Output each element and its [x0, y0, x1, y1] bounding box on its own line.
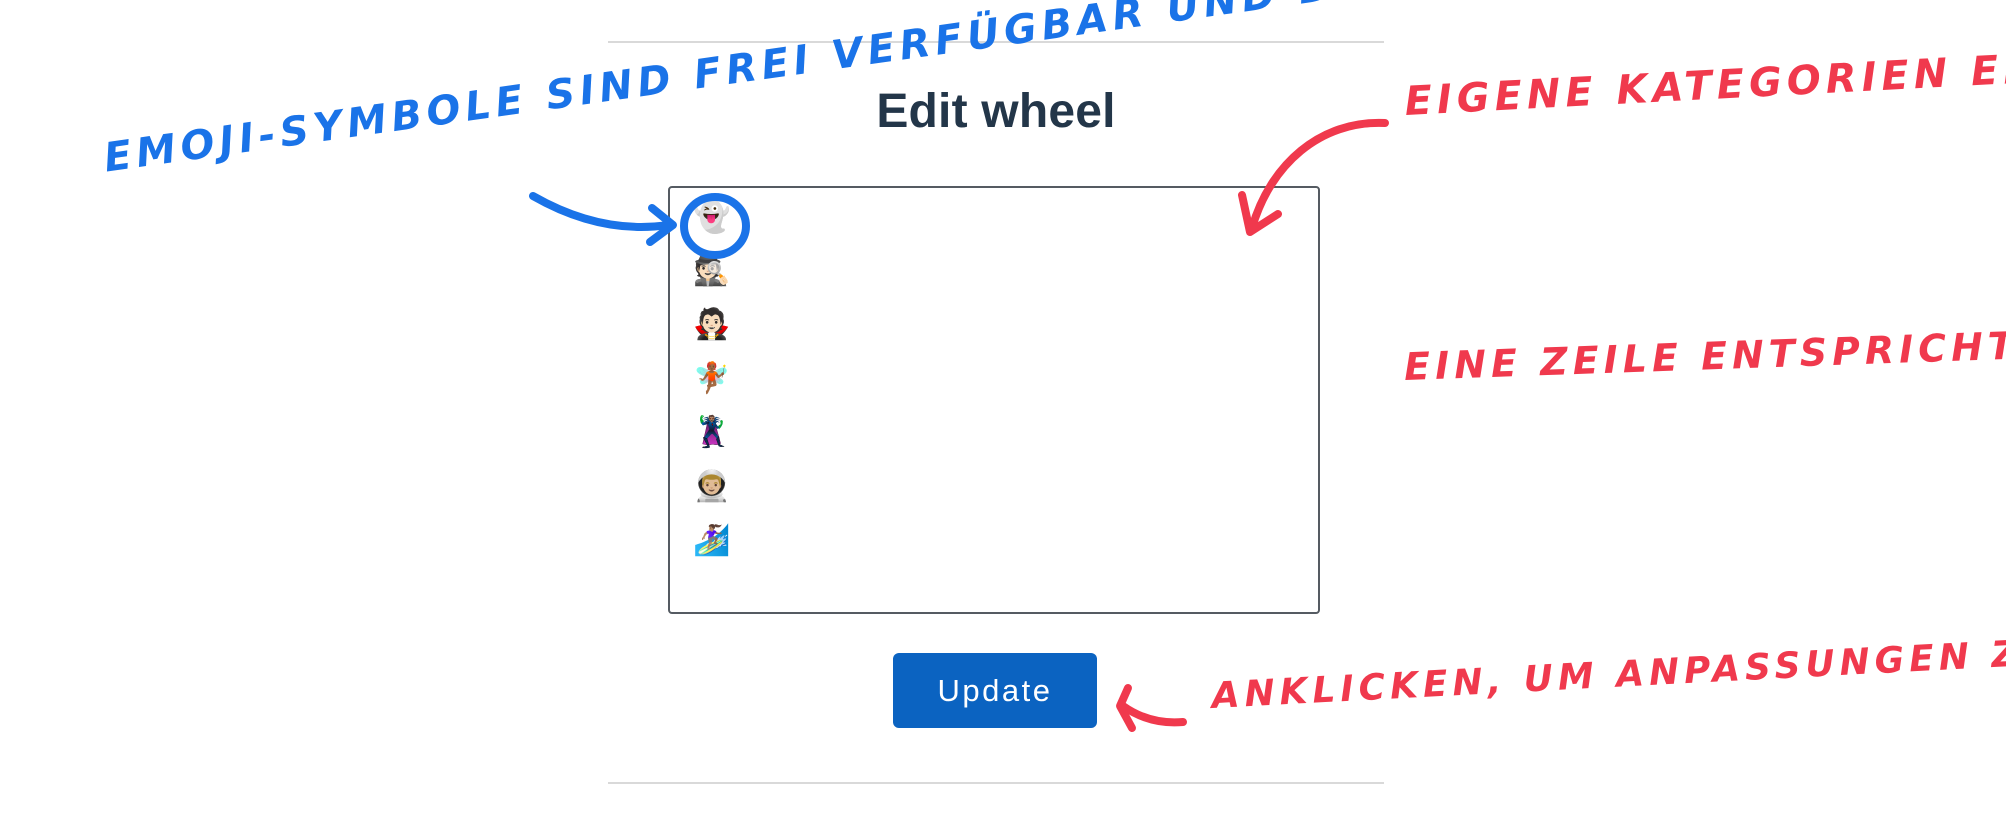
entry-line-5: 🦹🏽 [693, 415, 731, 450]
red-arrow-top [1248, 118, 1389, 232]
entry-line-1: 👻 [693, 200, 731, 235]
entry-line-4: 🧚🏾 [693, 361, 731, 396]
entry-line-7: 🏄🏽‍♀️ [693, 523, 731, 558]
red-arrow-top-head [1238, 191, 1282, 236]
red-arrow-bottom [1119, 702, 1187, 727]
blue-arrow [529, 192, 672, 231]
bottom-divider [608, 782, 1384, 784]
entries-textarea[interactable]: 👻 🕵🏻 🧛🏻 🧚🏾 🦹🏽 👨🏼‍🚀 🏄🏽‍♀️ [668, 186, 1320, 614]
blue-arrow-head [646, 204, 677, 246]
entry-line-3: 🧛🏻 [693, 307, 731, 342]
entry-line-6: 👨🏼‍🚀 [693, 469, 731, 504]
top-divider [608, 41, 1384, 43]
update-button[interactable]: Update [893, 653, 1097, 728]
page-title: Edit wheel [876, 85, 1116, 138]
blue-highlight-circle [680, 193, 750, 259]
red-arrow-bottom-head [1116, 684, 1136, 732]
